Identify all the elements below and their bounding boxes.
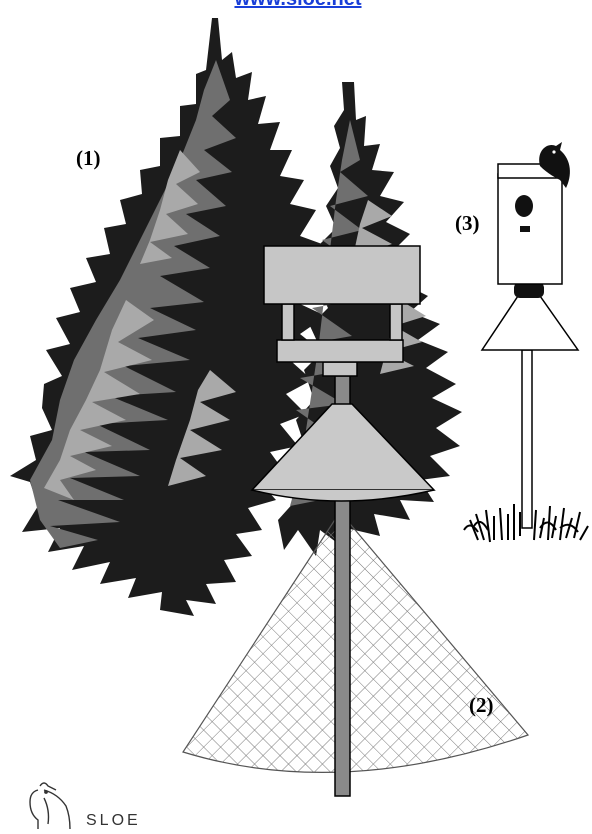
sloe-credit-text: SLOE: [86, 812, 141, 829]
bird-logo-icon: [29, 782, 71, 830]
birdhouse-on-pole: [480, 142, 580, 529]
website-link[interactable]: www.sloe.net: [208, 0, 388, 10]
callout-netting-label: (2): [469, 693, 494, 717]
callout-birdhouse-label: (3): [455, 211, 480, 235]
evergreen-tree-left: [10, 18, 326, 616]
squirrel-baffle: [250, 403, 436, 502]
perched-bird: [539, 142, 570, 188]
bird-feeder: [263, 245, 421, 377]
grass-tuft: [463, 504, 589, 543]
callout-trees-label: (1): [76, 146, 101, 170]
